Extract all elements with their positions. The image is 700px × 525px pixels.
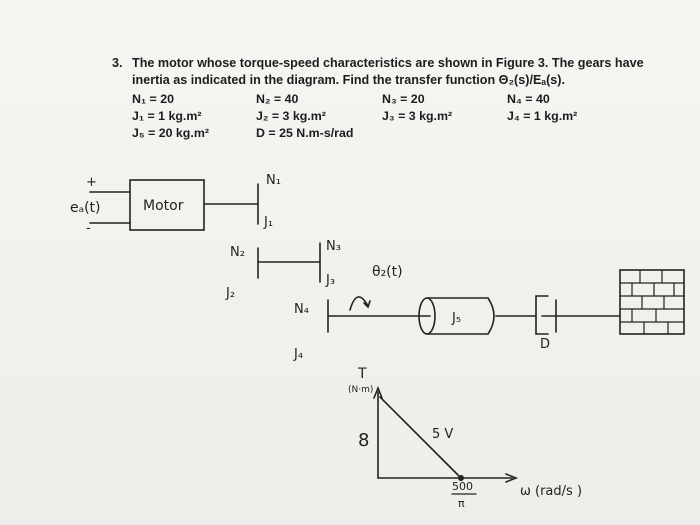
theta-arrow <box>349 296 369 311</box>
theta2-label: θ₂(t) <box>372 264 403 280</box>
param-d: D = 25 N.m-s/rad <box>256 126 354 140</box>
damper-label: D <box>540 337 550 352</box>
theta-arrow-head <box>363 300 371 309</box>
param-n2: N₂ = 40 <box>256 92 299 106</box>
param-j4: J₄ = 1 kg.m² <box>507 109 578 123</box>
j3-label: J₃ <box>325 273 335 288</box>
n1-label: N₁ <box>266 173 281 188</box>
graph-x-arrow <box>505 473 519 483</box>
damper-cup <box>535 295 549 335</box>
j1-label: J₁ <box>263 215 273 230</box>
wall <box>619 269 685 335</box>
j5-inertia <box>426 297 495 335</box>
graph-y-intercept: 8 <box>358 430 369 451</box>
n3-label: N₃ <box>326 239 341 254</box>
j5-label: J₅ <box>451 311 461 326</box>
graph-y-unit: (N·m) <box>348 385 373 395</box>
graph-x-label: ω (rad/s ) <box>520 484 582 499</box>
graph-y-arrow <box>373 385 383 399</box>
problem-statement: The motor whose torque-speed characteris… <box>132 56 644 87</box>
input-minus-sign: - <box>86 221 91 236</box>
j4-label: J₄ <box>293 347 303 362</box>
graph-y-label: T <box>357 366 367 382</box>
graph-x-value-num: 500 <box>452 480 473 493</box>
n4-label: N₄ <box>294 302 309 317</box>
param-n1: N₁ = 20 <box>132 92 174 106</box>
param-j3: J₃ = 3 kg.m² <box>382 109 453 123</box>
param-j1: J₁ = 1 kg.m² <box>132 109 202 123</box>
graph-x-value-den: π <box>458 497 465 510</box>
param-n4: N₄ = 40 <box>507 92 550 106</box>
input-voltage-label: eₐ(t) <box>70 200 101 216</box>
motor-box <box>129 179 205 231</box>
motor-label: Motor <box>143 198 184 214</box>
input-plus-sign: + <box>86 175 97 190</box>
graph-line-label: 5 V <box>432 427 453 442</box>
j5-inertia-end <box>418 297 436 335</box>
n2-label: N₂ <box>230 245 245 260</box>
j2-label: J₂ <box>225 286 235 301</box>
torque-speed-line <box>379 396 462 479</box>
param-n3: N₃ = 20 <box>382 92 425 106</box>
param-j5: J₅ = 20 kg.m² <box>132 126 209 140</box>
x-intercept-point <box>458 475 464 481</box>
wall-bricks <box>619 269 685 335</box>
param-j2: J₂ = 3 kg.m² <box>256 109 326 123</box>
problem-number: 3. <box>112 56 123 70</box>
